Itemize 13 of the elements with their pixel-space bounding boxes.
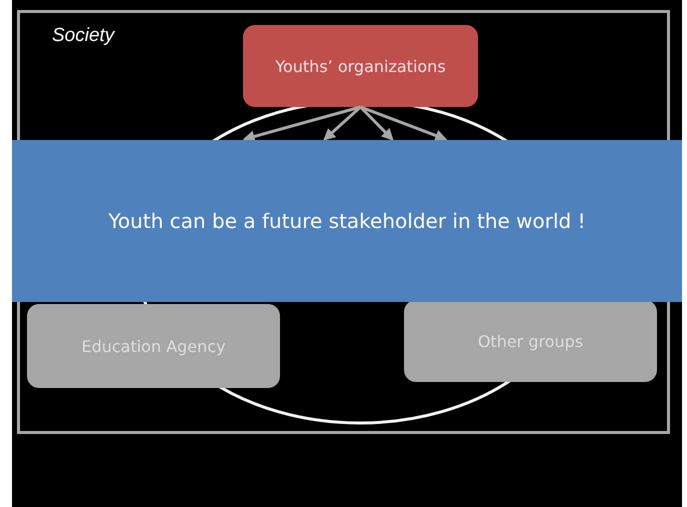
banner-text: Youth can be a future stakeholder in the world ! [108,209,586,233]
society-frame [17,10,670,434]
group-box [27,304,280,388]
box-label: Other groups [478,332,584,350]
arrow [360,106,448,142]
group-box [404,300,657,382]
frame-title: Society [52,25,114,47]
arrow [359,106,394,141]
arrow [323,106,362,141]
organization-box [243,25,478,107]
box-label: Education Agency [81,336,226,356]
box-label: Youths’ organizations [275,56,446,76]
arrow [242,106,361,142]
